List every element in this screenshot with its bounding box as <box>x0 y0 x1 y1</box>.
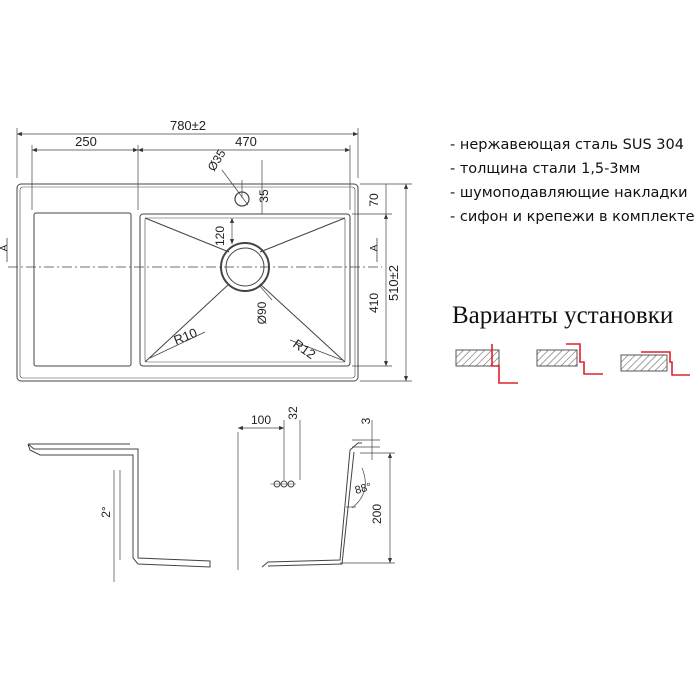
dim-bowl-width: 470 <box>235 134 257 149</box>
spec-material: - нержавеющая сталь SUS 304 <box>450 137 684 153</box>
dim-tap-hole-diameter: Ø35 <box>205 147 229 174</box>
section-view-dimensions <box>238 420 395 564</box>
install-variant-overmount <box>620 351 690 376</box>
dim-overall-depth: 510±2 <box>386 265 401 301</box>
spec-siphon: - сифон и крепежи в комплекте <box>450 209 695 225</box>
top-view-dimensions <box>16 128 412 382</box>
dim-top-margin: 70 <box>367 193 381 207</box>
dim-rim-angle: 88° <box>354 481 373 497</box>
spec-noise-pads: - шумоподавляющие накладки <box>450 185 688 201</box>
dim-bowl-height: 200 <box>370 504 384 524</box>
variants-title: Варианты установки <box>452 302 674 329</box>
install-variant-undermount <box>455 344 518 384</box>
top-view <box>6 183 382 382</box>
dim-overflow-offset: 100 <box>251 413 271 427</box>
dim-overflow-size: 32 <box>286 406 300 420</box>
dim-drainboard-width: 250 <box>75 134 97 149</box>
dim-radius-bowl: R10 <box>172 325 200 348</box>
spec-thickness: - толщина стали 1,5-3мм <box>450 161 641 177</box>
dim-radius-rim: R12 <box>290 336 318 362</box>
dim-overall-width: 780±2 <box>170 118 206 133</box>
bowl-outline <box>139 213 351 367</box>
drainboard-outline <box>33 212 132 367</box>
dim-drain-offset: 120 <box>213 226 227 246</box>
install-variant-flush <box>536 343 603 375</box>
dim-drain-diameter: Ø90 <box>255 301 269 324</box>
section-mark-right: A <box>369 244 380 251</box>
sink-outline <box>16 183 359 382</box>
dim-drainboard-slope: 2° <box>99 506 113 518</box>
section-mark-left: A <box>0 244 10 251</box>
dim-tap-hole-offset: 35 <box>257 189 271 203</box>
section-view <box>27 432 362 582</box>
dim-rim-thickness: 3 <box>359 417 373 424</box>
dim-bowl-depth: 410 <box>367 293 381 313</box>
